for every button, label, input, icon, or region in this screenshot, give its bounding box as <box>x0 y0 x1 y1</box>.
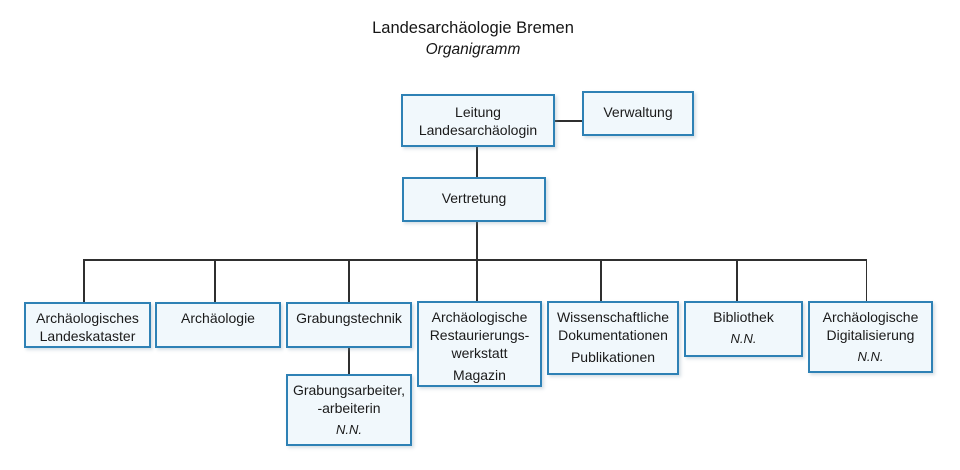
chart-title: Landesarchäologie Bremen <box>372 19 574 37</box>
node-wissenschaftliche-dokumentationen: Wissenschaftliche Dokumentationen Publik… <box>547 301 679 375</box>
node-label-line: Grabungstechnik <box>296 310 402 326</box>
node-label-line: Grabungsarbeiter, <box>292 382 406 398</box>
node-archaeologische-digitalisierung: Archäologische Digitalisierung N.N. <box>808 301 933 373</box>
node-verwaltung: Verwaltung <box>582 91 694 136</box>
connector-drop-bibliothek <box>736 259 738 301</box>
node-label-line: Landeskataster <box>39 328 136 344</box>
node-label-line: Dokumentationen <box>558 327 668 343</box>
connector-leitung-vertretung <box>476 147 478 177</box>
node-label-line: Archäologie <box>181 310 255 326</box>
node-nn-label: N.N. <box>336 422 362 437</box>
node-nn-label: N.N. <box>730 331 757 346</box>
node-label-line: Bibliothek <box>713 309 774 325</box>
connector-vertretung-bus <box>476 222 478 260</box>
node-label-line: Vertretung <box>441 190 507 206</box>
node-label-line: Restaurierungs- <box>429 327 530 343</box>
node-leitung-landesarchaeologin: Leitung Landesarchäologin <box>401 94 555 147</box>
node-label-line: Magazin <box>453 367 506 383</box>
connector-drop-archaeologie <box>214 259 216 302</box>
node-label-line: werkstatt <box>451 345 508 361</box>
connector-horizontal-bus <box>83 259 867 261</box>
connector-drop-landeskataster <box>83 259 85 302</box>
connector-grabungstechnik-grabungsarbeiter <box>348 348 350 374</box>
node-label-line: Archäologische <box>431 309 528 325</box>
node-label-line: Wissenschaftliche <box>556 309 670 325</box>
connector-drop-digitalisierung <box>865 259 868 301</box>
node-label-line: Digitalisierung <box>826 327 915 343</box>
node-grabungsarbeiter: Grabungsarbeiter, -arbeiterin N.N. <box>286 374 412 446</box>
node-nn-label: N.N. <box>857 349 884 364</box>
node-label-line: Landesarchäologin <box>418 122 538 138</box>
node-label-line: -arbeiterin <box>317 400 381 416</box>
node-label-line: Archäologisches <box>36 310 139 326</box>
node-archaeologie: Archäologie <box>155 302 281 348</box>
connector-drop-grabungstechnik <box>348 259 350 302</box>
connector-drop-restaurierungswerkstatt <box>476 259 478 301</box>
connector-leitung-verwaltung <box>554 120 582 122</box>
node-restaurierungswerkstatt-magazin: Archäologische Restaurierungs- werkstatt… <box>417 301 542 387</box>
node-bibliothek: Bibliothek N.N. <box>684 301 803 357</box>
node-label-line: Publikationen <box>570 349 656 365</box>
node-vertretung: Vertretung <box>402 177 546 222</box>
chart-subtitle: Organigramm <box>425 41 521 58</box>
node-grabungstechnik: Grabungstechnik <box>286 302 412 348</box>
node-label-line: Leitung <box>455 104 501 120</box>
node-label-line: Verwaltung <box>603 104 673 120</box>
connector-drop-dokumentationen <box>600 259 602 301</box>
node-label-line: Archäologische <box>822 309 919 325</box>
node-archaeologisches-landeskataster: Archäologisches Landeskataster <box>24 302 151 348</box>
